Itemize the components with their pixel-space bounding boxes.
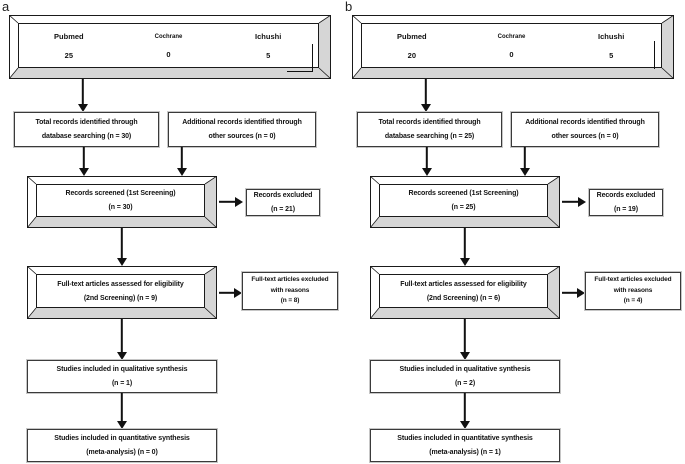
box-line: other sources (n = 0) <box>551 133 619 140</box>
box-line: (n = 19) <box>614 206 638 213</box>
box-line: Additional records identified through <box>182 119 302 126</box>
box-line: Full-text articles assessed for eligibil… <box>400 280 527 288</box>
box-line: (n = 21) <box>271 206 295 213</box>
arrow-down-icon <box>422 147 432 176</box>
panel-b: b Pubmed 20 Cochrane 0 Ichushi 5 T <box>343 0 685 464</box>
box-line: (n = 30) <box>108 204 133 211</box>
box-line: Additional records identified through <box>525 119 645 126</box>
db-name: Pubmed <box>54 32 84 41</box>
additional-records-box: Additional records identified through ot… <box>167 111 317 148</box>
db-column-cochrane: Cochrane 0 <box>119 24 219 67</box>
fulltext-assessed-box: Full-text articles assessed for eligibil… <box>27 266 217 319</box>
box-line: Records screened (1st Screening) <box>65 190 176 197</box>
db-count: 0 <box>509 49 514 59</box>
box-line: other sources (n = 0) <box>208 133 276 140</box>
arrow-down-icon <box>79 147 89 176</box>
qualitative-synthesis-box: Studies included in qualitative synthesi… <box>26 359 218 394</box>
box-line: (n = 2) <box>454 380 476 387</box>
fulltext-assessed-inner: Full-text articles assessed for eligibil… <box>379 274 548 308</box>
database-sources-banner: Pubmed 25 Cochrane 0 Ichushi 5 <box>9 15 331 79</box>
arrow-right-icon <box>562 197 586 207</box>
db-column-ichushi: Ichushi 5 <box>218 24 318 67</box>
arrow-down-icon <box>78 79 88 112</box>
db-column-pubmed: Pubmed 25 <box>19 24 119 67</box>
box-line: (2nd Screening) (n = 6) <box>426 294 501 302</box>
arrow-down-icon <box>117 319 127 360</box>
arrow-down-icon <box>177 147 187 176</box>
box-line: with reasons <box>613 286 653 294</box>
total-records-box: Total records identified through databas… <box>13 111 160 148</box>
quantitative-synthesis-box: Studies included in quantitative synthes… <box>26 428 218 463</box>
box-line: Total records identified through <box>378 119 481 126</box>
box-line: Studies included in quantitative synthes… <box>397 435 533 442</box>
box-line: with reasons <box>270 286 310 294</box>
records-screened-inner: Records screened (1st Screening) (n = 30… <box>36 184 205 217</box>
fulltext-assessed-inner: Full-text articles assessed for eligibil… <box>36 274 205 308</box>
box-line: Full-text articles excluded <box>594 276 672 284</box>
panel-label: b <box>345 0 353 14</box>
scale-mark <box>654 41 655 69</box>
box-line: (n = 25) <box>451 204 476 211</box>
fulltext-excluded-box: Full-text articles excluded with reasons… <box>584 271 682 311</box>
panel-a: a Pubmed 25 Cochrane 0 Ichushi 5 T <box>0 0 342 464</box>
box-line: Records excluded <box>596 192 656 199</box>
box-line: Records screened (1st Screening) <box>408 190 519 197</box>
box-line: Full-text articles excluded <box>251 276 329 284</box>
db-name: Ichushi <box>598 32 625 41</box>
records-screened-box: Records screened (1st Screening) (n = 30… <box>27 176 217 228</box>
records-screened-inner: Records screened (1st Screening) (n = 25… <box>379 184 548 217</box>
db-count: 5 <box>266 51 271 60</box>
box-line: (n = 8) <box>280 297 300 305</box>
database-sources-banner: Pubmed 20 Cochrane 0 Ichushi 5 <box>352 15 674 79</box>
records-screened-box: Records screened (1st Screening) (n = 25… <box>370 176 560 228</box>
box-line: database searching (n = 25) <box>384 133 475 140</box>
fulltext-assessed-box: Full-text articles assessed for eligibil… <box>370 266 560 319</box>
db-name: Cochrane <box>497 33 526 40</box>
db-column-pubmed: Pubmed 20 <box>362 24 462 67</box>
db-count: 5 <box>609 51 614 60</box>
arrow-right-icon <box>219 197 243 207</box>
box-line: (n = 4) <box>623 297 643 305</box>
box-line: (meta-analysis) (n = 1) <box>429 449 501 456</box>
arrow-down-icon <box>460 393 470 429</box>
db-column-ichushi: Ichushi 5 <box>561 24 661 67</box>
db-count: 25 <box>64 51 73 60</box>
records-excluded-box: Records excluded (n = 19) <box>588 188 664 217</box>
db-name: Cochrane <box>154 33 183 40</box>
records-excluded-box: Records excluded (n = 21) <box>245 188 321 217</box>
arrow-down-icon <box>520 147 530 176</box>
database-sources-inner: Pubmed 20 Cochrane 0 Ichushi 5 <box>361 23 662 69</box>
arrow-down-icon <box>460 228 470 266</box>
arrow-down-icon <box>421 79 431 112</box>
box-line: Studies included in qualitative synthesi… <box>399 366 531 373</box>
additional-records-box: Additional records identified through ot… <box>510 111 660 148</box>
arrow-down-icon <box>117 393 127 429</box>
panel-label: a <box>2 0 10 14</box>
box-line: (n = 1) <box>111 380 133 387</box>
db-count: 20 <box>407 51 416 60</box>
fulltext-excluded-box: Full-text articles excluded with reasons… <box>241 271 339 311</box>
total-records-box: Total records identified through databas… <box>356 111 503 148</box>
box-line: Studies included in quantitative synthes… <box>54 435 190 442</box>
db-count: 0 <box>166 49 171 59</box>
qualitative-synthesis-box: Studies included in qualitative synthesi… <box>369 359 561 394</box>
box-line: database searching (n = 30) <box>41 133 132 140</box>
db-name: Pubmed <box>397 32 427 41</box>
db-name: Ichushi <box>255 32 282 41</box>
arrow-down-icon <box>460 319 470 360</box>
db-column-cochrane: Cochrane 0 <box>462 24 562 67</box>
arrow-right-icon <box>562 288 585 298</box>
box-line: Records excluded <box>253 192 313 199</box>
scale-mark <box>287 44 313 72</box>
arrow-right-icon <box>219 288 242 298</box>
quantitative-synthesis-box: Studies included in quantitative synthes… <box>369 428 561 463</box>
box-line: Full-text articles assessed for eligibil… <box>57 280 184 288</box>
arrow-down-icon <box>117 228 127 266</box>
box-line: (meta-analysis) (n = 0) <box>86 449 158 456</box>
box-line: (2nd Screening) (n = 9) <box>83 294 158 302</box>
box-line: Studies included in qualitative synthesi… <box>56 366 188 373</box>
box-line: Total records identified through <box>35 119 138 126</box>
database-sources-inner: Pubmed 25 Cochrane 0 Ichushi 5 <box>18 23 319 72</box>
